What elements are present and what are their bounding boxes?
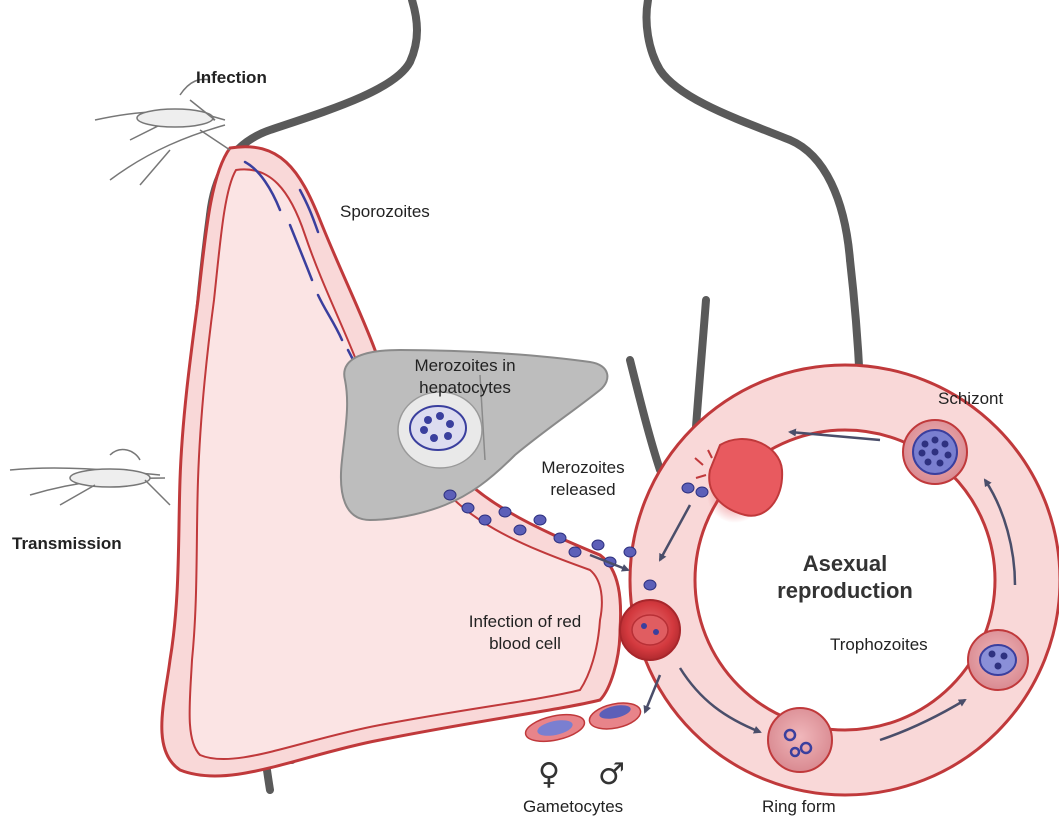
ring-form-cell (768, 708, 832, 772)
mosquito-infection (95, 79, 230, 185)
male-symbol: ♂ (598, 760, 625, 790)
label-infection-rbc-line2: blood cell (455, 633, 595, 655)
label-merozoites-released: Merozoites released (528, 457, 638, 501)
label-merozoites-released-line2: released (528, 479, 638, 501)
neck-right (647, 0, 851, 260)
gametocyte-male (587, 699, 643, 733)
label-infection-rbc-line1: Infection of red (455, 611, 595, 633)
female-symbol: ♀ (538, 760, 560, 790)
label-trophozoites: Trophozoites (830, 634, 928, 656)
label-merozoites-released-line1: Merozoites (528, 457, 638, 479)
gametocyte-female (523, 710, 587, 746)
label-asexual-line1: Asexual (775, 550, 915, 577)
label-sporozoites: Sporozoites (340, 201, 430, 223)
mosquito-transmission (10, 450, 170, 505)
infected-red-blood-cell (620, 600, 680, 660)
label-ring-form: Ring form (762, 796, 836, 818)
label-transmission: Transmission (12, 533, 122, 555)
label-schizont: Schizont (938, 388, 1003, 410)
arrow-rbc-to-gametocyte (645, 675, 660, 712)
label-merozoites-hepatocytes: Merozoites in hepatocytes (395, 355, 535, 399)
schizont-cell (903, 420, 967, 484)
trophozoite-cell (968, 630, 1028, 690)
label-asexual-line2: reproduction (775, 577, 915, 604)
label-infection-red-blood-cell: Infection of red blood cell (455, 611, 595, 655)
right-arm-inner (630, 360, 660, 470)
label-merozoites-hepatocytes-line1: Merozoites in (395, 355, 535, 377)
label-gametocytes: Gametocytes (523, 796, 623, 818)
label-merozoites-hepatocytes-line2: hepatocytes (395, 377, 535, 399)
label-infection: Infection (196, 67, 267, 89)
label-asexual-reproduction: Asexual reproduction (775, 550, 915, 604)
